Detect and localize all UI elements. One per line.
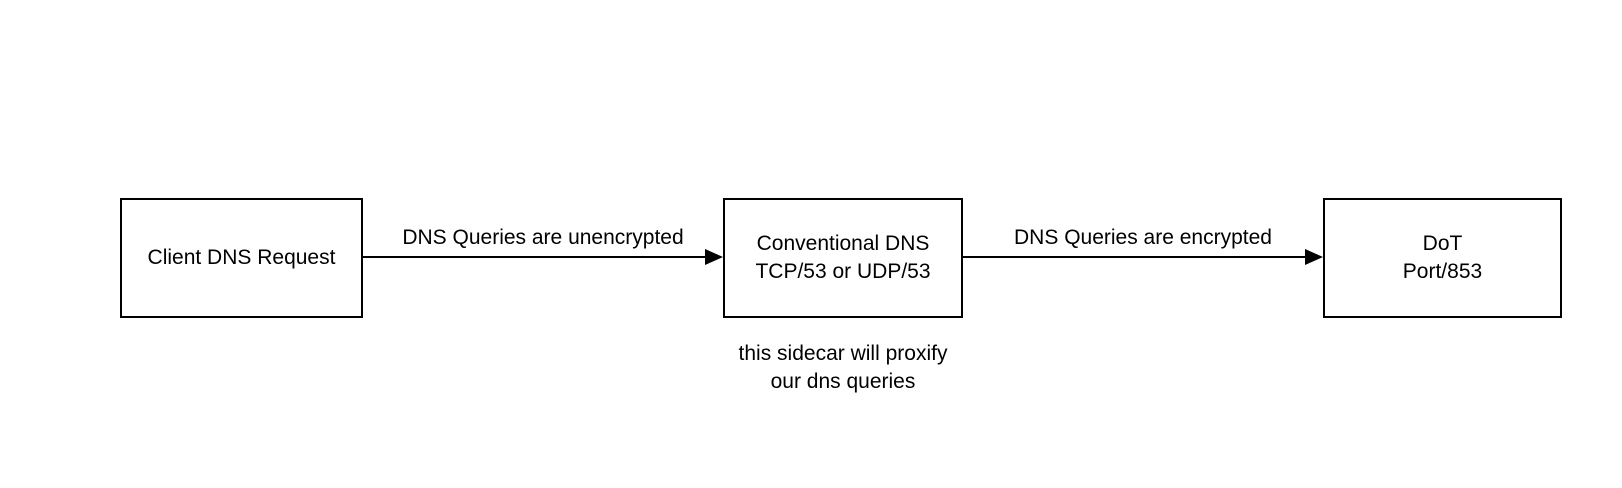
node-dot: DoT Port/853 xyxy=(1323,198,1562,318)
node-dot-label-line2: Port/853 xyxy=(1402,260,1483,283)
caption-sidecar-note-line2: our dns queries xyxy=(770,370,916,393)
caption-sidecar-note: this sidecar will proxify our dns querie… xyxy=(693,340,993,396)
node-client-dns-request-label: Client DNS Request xyxy=(147,246,336,269)
edge-unencrypted-line xyxy=(363,256,707,258)
arrow-right-icon xyxy=(705,249,723,265)
edge-unencrypted-label: DNS Queries are unencrypted xyxy=(402,226,684,249)
node-dot-label-line1: DoT xyxy=(1422,232,1463,255)
arrow-right-icon xyxy=(1305,249,1323,265)
edge-encrypted-line xyxy=(963,256,1307,258)
node-conventional-dns-label-line2: TCP/53 or UDP/53 xyxy=(755,260,931,283)
node-client-dns-request: Client DNS Request xyxy=(120,198,363,318)
caption-sidecar-note-line1: this sidecar will proxify xyxy=(738,342,948,365)
edge-encrypted-label: DNS Queries are encrypted xyxy=(1014,226,1272,249)
node-conventional-dns: Conventional DNS TCP/53 or UDP/53 xyxy=(723,198,963,318)
node-conventional-dns-label-line1: Conventional DNS xyxy=(756,232,930,255)
